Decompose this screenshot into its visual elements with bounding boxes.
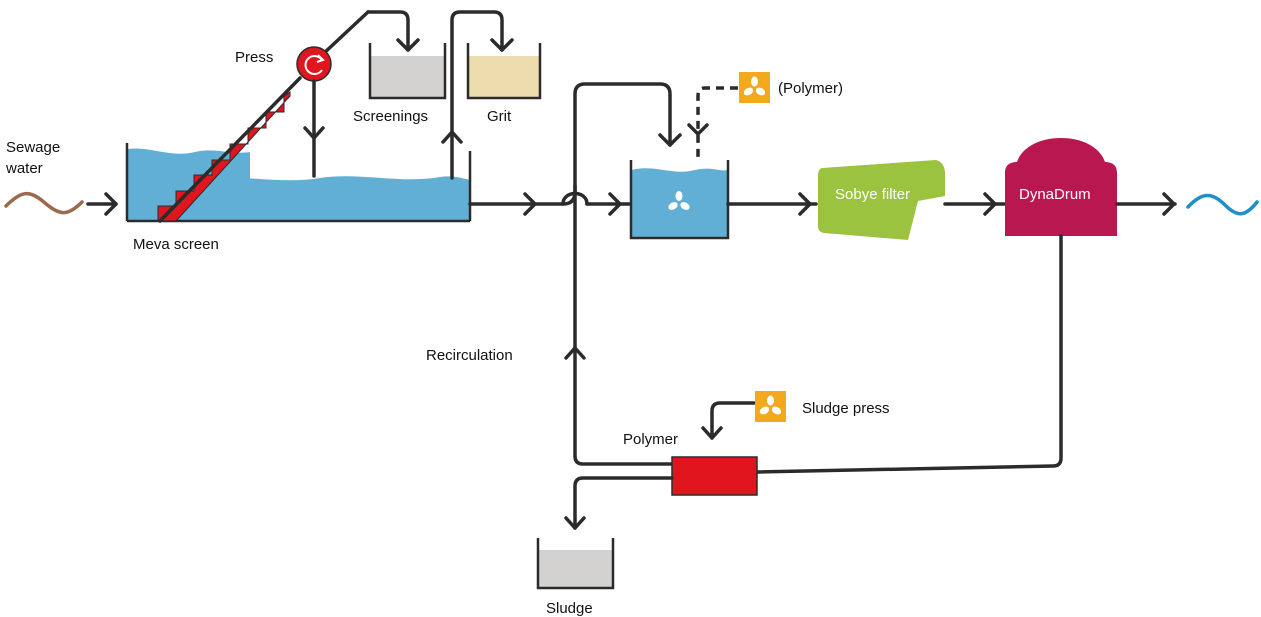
sewage-water-label-1: Sewage bbox=[6, 139, 60, 156]
grit-bin bbox=[466, 43, 542, 100]
dynadrum-unit bbox=[1005, 138, 1117, 236]
polymer-label: Polymer bbox=[623, 431, 678, 448]
grit-up-arrow bbox=[441, 130, 463, 144]
mixing-tank-water bbox=[632, 168, 727, 237]
mixing-tank bbox=[629, 160, 730, 240]
press-to-top-pipe bbox=[321, 10, 370, 56]
meva-screen-conveyor bbox=[158, 76, 302, 223]
meva-water-main bbox=[200, 176, 470, 220]
grit-label: Grit bbox=[487, 108, 512, 125]
dynadrum-sludge-pipe bbox=[755, 234, 1063, 474]
press-return-arrow bbox=[303, 126, 325, 140]
to-grit-arrow bbox=[490, 38, 514, 52]
recirculation-label: Recirculation bbox=[426, 347, 513, 364]
outlet-wave bbox=[1186, 193, 1259, 216]
inlet-wave bbox=[4, 191, 84, 215]
polymer-dosing-line bbox=[696, 86, 738, 160]
sludge-outlet-arrow bbox=[564, 516, 586, 530]
recirculation-pipe bbox=[573, 82, 674, 466]
sludge-bin bbox=[536, 538, 615, 590]
grit-bin-fill bbox=[468, 56, 540, 98]
meva-screen-label: Meva screen bbox=[133, 236, 219, 253]
to-sobye-arrow bbox=[798, 192, 812, 216]
screenings-label: Screenings bbox=[353, 108, 428, 125]
sludge-press-dosing-arrow bbox=[701, 426, 723, 440]
recirculation-down-arrow bbox=[658, 133, 682, 147]
sludge-press-dosing-line bbox=[710, 401, 756, 440]
recirculation-up-arrow bbox=[564, 346, 586, 360]
sludge-outlet-pipe bbox=[573, 476, 674, 530]
dynadrum-label: DynaDrum bbox=[1019, 186, 1091, 203]
sobye-filter-unit bbox=[818, 160, 945, 240]
to-screenings-arrow bbox=[396, 38, 420, 52]
to-grit-pipe bbox=[450, 10, 504, 180]
polymer-dosing-label: (Polymer) bbox=[778, 80, 843, 97]
outlet-arrow bbox=[1162, 192, 1176, 216]
screenings-bin bbox=[368, 43, 447, 100]
propeller-icon bbox=[743, 76, 766, 96]
meva-outlet-arrow bbox=[523, 192, 537, 216]
polymer-dosing-arrow bbox=[687, 123, 709, 136]
press-label: Press bbox=[235, 49, 273, 66]
mix-inlet-arrow bbox=[608, 192, 622, 216]
propeller-icon bbox=[759, 395, 782, 415]
sewage-water-label-2: water bbox=[5, 160, 43, 177]
to-dynadrum-arrow bbox=[983, 192, 997, 216]
sludge-press-label: Sludge press bbox=[802, 400, 890, 417]
screenings-bin-fill bbox=[370, 56, 445, 98]
to-screenings-pipe bbox=[366, 10, 410, 52]
sludge-bin-fill bbox=[538, 550, 613, 588]
mixer-propeller-icon bbox=[668, 191, 690, 210]
sobye-filter-label: Sobye filter bbox=[835, 186, 910, 203]
sludge-label: Sludge bbox=[546, 600, 593, 617]
press-unit bbox=[296, 46, 332, 82]
polymer-unit bbox=[671, 456, 758, 496]
inlet-arrow bbox=[104, 192, 118, 216]
rotating-arrow-icon bbox=[304, 54, 325, 75]
